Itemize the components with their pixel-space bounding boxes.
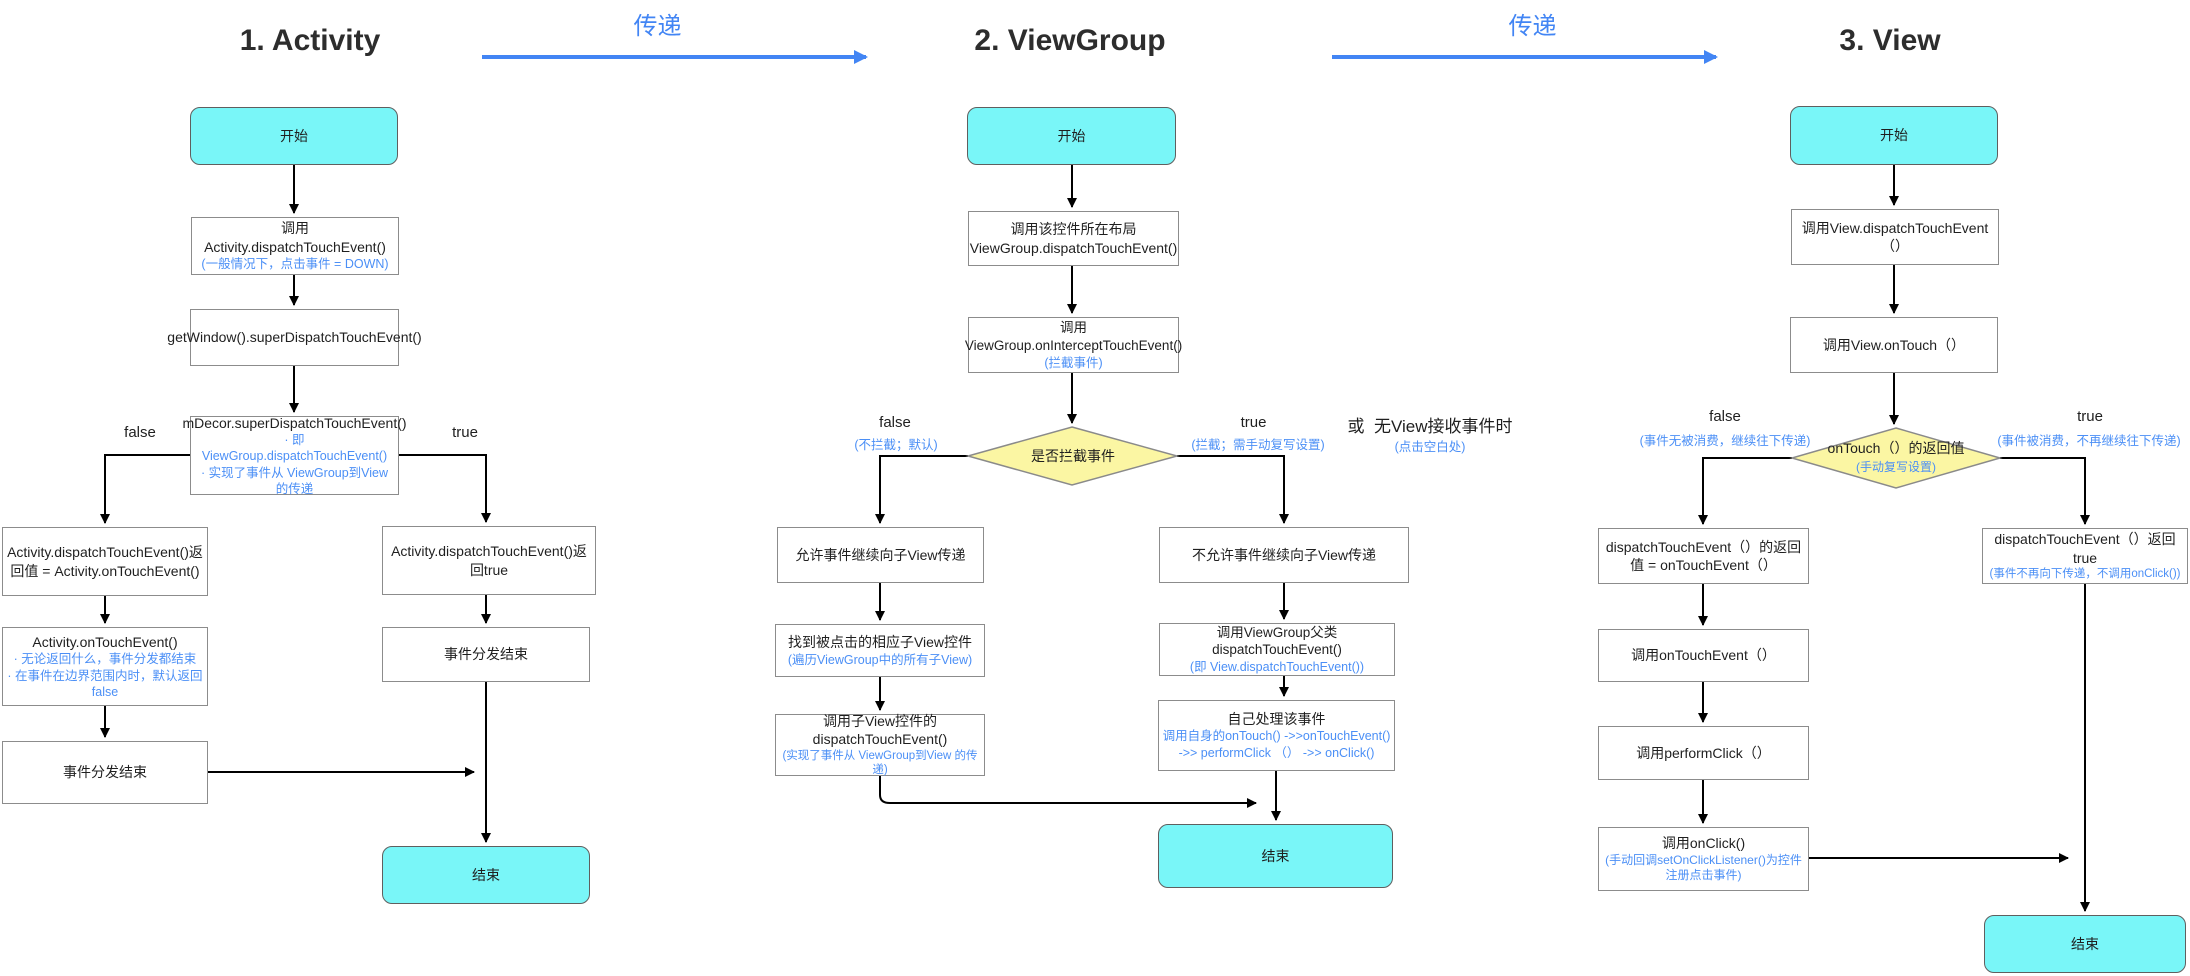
pass-label-2: 传递 <box>1508 13 1557 40</box>
process-activity-return-true: Activity.dispatchTouchEvent()返回true <box>382 526 596 595</box>
process-view-onclick: 调用onClick() (手动回调setOnClickListener()为控件… <box>1598 827 1809 891</box>
process-activity-getwindow: getWindow().superDispatchTouchEvent() <box>167 309 422 366</box>
column-title-viewgroup: 2. ViewGroup <box>974 24 1166 57</box>
process-viewgroup-intercept: 调用ViewGroup.onInterceptTouchEvent() (拦截事… <box>965 317 1182 373</box>
branch-note-true-viewgroup: (拦截；需手动复写设置) <box>1191 438 1325 452</box>
process-activity-mdecor: mDecor.superDispatchTouchEvent() · 即 Vie… <box>182 414 407 496</box>
process-viewgroup-find-child: 找到被点击的相应子View控件 (遍历ViewGroup中的所有子View) <box>775 624 985 677</box>
noview-note: (点击空白处) <box>1394 440 1466 454</box>
branch-label-false-activity: false <box>124 424 156 441</box>
process-viewgroup-self-handle: 自己处理该事件 调用自身的onTouch() ->>onTouchEvent()… <box>1158 700 1395 771</box>
column-title-activity: 1. Activity <box>239 24 381 57</box>
or-noview-label: 或 无View接收事件时 <box>1347 417 1513 436</box>
decision-diamond-viewgroup <box>965 426 1180 486</box>
process-activity-dispatch-end-left: 事件分发结束 <box>2 741 208 804</box>
branch-note-false-view: (事件无被消费，继续往下传递) <box>1639 434 1811 448</box>
branch-note-false-viewgroup: (不拦截；默认) <box>854 438 938 452</box>
start-node-viewgroup: 开始 <box>967 107 1176 165</box>
end-node-view: 结束 <box>1984 915 2186 973</box>
process-view-return-val: dispatchTouchEvent（）的返回值 = onTouchEvent（… <box>1598 528 1809 584</box>
process-view-dispatch: 调用View.dispatchTouchEvent（） <box>1791 209 1999 265</box>
decision-text-viewgroup: 是否拦截事件 <box>1031 448 1115 464</box>
decision-diamond-view <box>1789 427 2003 489</box>
process-viewgroup-child-dispatch: 调用子View控件的 dispatchTouchEvent() (实现了事件从 … <box>775 713 985 776</box>
start-node-activity: 开始 <box>190 107 398 165</box>
start-node-view: 开始 <box>1790 106 1998 165</box>
process-viewgroup-deny: 不允许事件继续向子View传递 <box>1159 527 1409 583</box>
process-activity-dispatch-end-right: 事件分发结束 <box>382 627 590 682</box>
column-title-view: 3. View <box>1839 24 1941 57</box>
pass-label-1: 传递 <box>633 13 682 40</box>
process-view-return-true: dispatchTouchEvent（）返回true (事件不再向下传递，不调用… <box>1982 528 2188 584</box>
process-viewgroup-allow: 允许事件继续向子View传递 <box>777 527 984 583</box>
process-activity-return-val: Activity.dispatchTouchEvent()返回值 = Activ… <box>2 527 208 596</box>
process-view-performclick: 调用performClick（） <box>1598 726 1809 780</box>
process-view-ontouchevent: 调用onTouchEvent（） <box>1598 629 1809 682</box>
end-node-viewgroup: 结束 <box>1158 824 1393 888</box>
process-activity-dispatch: 调用Activity.dispatchTouchEvent() (一般情况下，点… <box>191 217 399 275</box>
branch-label-false-view: false <box>1709 408 1741 425</box>
branch-label-true-activity: true <box>452 424 478 441</box>
end-node-activity: 结束 <box>382 846 590 904</box>
process-viewgroup-parent-dispatch: 调用ViewGroup父类dispatchTouchEvent() (即 Vie… <box>1159 623 1395 676</box>
branch-label-true-view: true <box>2077 408 2103 425</box>
process-viewgroup-layout-dispatch: 调用该控件所在布局 ViewGroup.dispatchTouchEvent() <box>968 211 1179 266</box>
branch-label-true-viewgroup: true <box>1240 414 1267 431</box>
branch-label-false-viewgroup: false <box>879 414 911 431</box>
branch-note-true-view: (事件被消费，不再继续往下传递) <box>1997 434 2181 448</box>
process-view-ontouch: 调用View.onTouch（） <box>1790 317 1998 373</box>
decision-text-view: onTouch（）的返回值 (手动复写设置) <box>1827 440 1965 474</box>
process-activity-ontouchevent: Activity.onTouchEvent() · 无论返回什么，事件分发都结束… <box>2 627 208 706</box>
